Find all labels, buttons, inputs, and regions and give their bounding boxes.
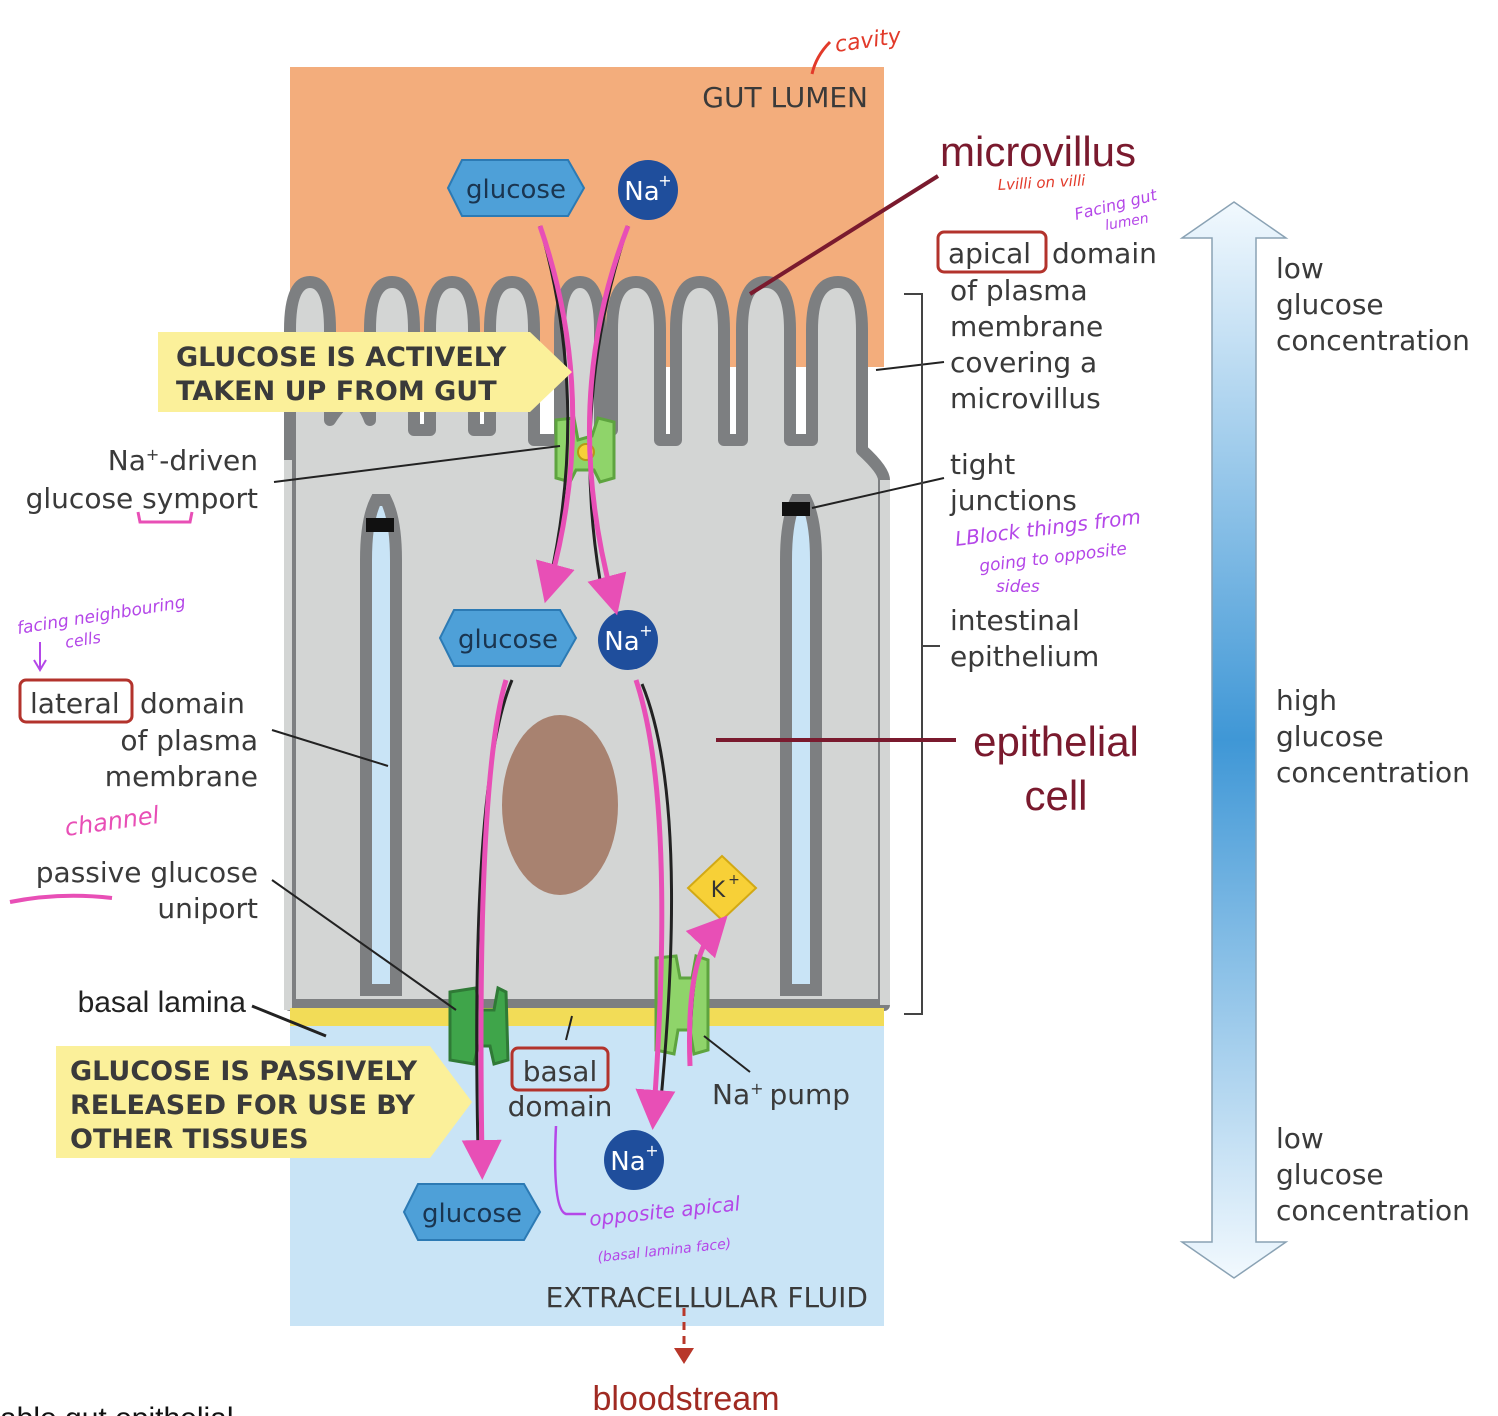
transport-arrows <box>461 225 728 1180</box>
epithelium-bracket <box>904 293 940 1015</box>
tight-label-2: junctions <box>949 484 1077 517</box>
bloodstream-arrowhead <box>674 1348 694 1364</box>
basal-leader <box>565 1015 573 1041</box>
na-lumen: Na + <box>618 160 678 220</box>
svg-text:+: + <box>728 872 740 888</box>
hand-underline-symport <box>136 511 194 524</box>
svg-text:TAKEN UP FROM GUT: TAKEN UP FROM GUT <box>176 376 497 407</box>
uniport-leader <box>271 879 457 1011</box>
tight-junction-right <box>782 502 810 516</box>
svg-text:RELEASED FOR USE BY: RELEASED FOR USE BY <box>70 1090 415 1121</box>
apical-label-2: of plasma <box>950 274 1088 307</box>
gradient-mid-2: glucose <box>1276 720 1384 753</box>
hand-block-3: sides <box>996 577 1040 597</box>
svg-text:glucose: glucose <box>422 1199 522 1229</box>
apical-highlight-box <box>936 230 1048 274</box>
glucose-gradient-arrow <box>1179 201 1289 1279</box>
tight-junction-left <box>366 518 394 532</box>
svg-text:K: K <box>711 878 726 903</box>
basal-label-domain: domain <box>508 1090 613 1123</box>
basal-lamina-leader <box>251 1004 327 1038</box>
gradient-bot-3: concentration <box>1276 1194 1470 1227</box>
hand-cavity-arrow <box>810 40 832 75</box>
nucleus <box>502 715 618 895</box>
callout-active-uptake: GLUCOSE IS ACTIVELY TAKEN UP FROM GUT <box>158 332 572 412</box>
svg-text:Na: Na <box>624 177 659 207</box>
epithelial-cells-body <box>284 276 890 1011</box>
gradient-mid-3: concentration <box>1276 756 1470 789</box>
lateral-label-2: of plasma <box>120 724 258 757</box>
basal-label-word: basal <box>523 1055 597 1088</box>
na-pump-leader <box>703 1035 751 1073</box>
svg-text:GLUCOSE IS ACTIVELY: GLUCOSE IS ACTIVELY <box>176 342 507 373</box>
hand-facing-neighbouring-1: facing neighbouring <box>16 593 187 639</box>
symport-label-2: glucose symport <box>26 482 258 515</box>
uniport-label-2: uniport <box>157 892 258 925</box>
apical-label-3: membrane <box>950 310 1103 343</box>
microvillus-leader <box>748 174 940 296</box>
svg-text:+: + <box>645 1141 658 1160</box>
hand-opposite-arrow <box>553 1125 586 1216</box>
glucose-extracellular: glucose <box>402 1183 542 1241</box>
bloodstream-label: bloodstream <box>592 1380 779 1416</box>
glucose-lumen: glucose <box>446 159 586 217</box>
lateral-highlight-box <box>18 678 134 724</box>
hand-facing-gut-2: lumen <box>1104 211 1150 234</box>
gut-lumen-label: GUT LUMEN <box>702 81 868 114</box>
gradient-mid-1: high <box>1276 684 1337 717</box>
lateral-label-word: lateral <box>30 687 120 720</box>
hand-cavity: cavity <box>833 24 903 58</box>
hand-villi: Lvilli on villi <box>997 171 1086 194</box>
gradient-bot-1: low <box>1276 1122 1324 1155</box>
symport-label-1: Na+-driven <box>108 444 258 477</box>
lateral-leader <box>271 729 389 767</box>
symport-leader <box>273 445 561 483</box>
epithelial-label-1: epithelial <box>973 718 1139 765</box>
uniport-label-1: passive glucose <box>36 856 258 889</box>
svg-text:GLUCOSE IS PASSIVELY: GLUCOSE IS PASSIVELY <box>70 1056 418 1087</box>
epithelial-label-2: cell <box>1024 772 1087 819</box>
lateral-space-left <box>360 494 402 996</box>
svg-text:+: + <box>639 621 652 640</box>
extracellular-fluid-label: EXTRACELLULAR FLUID <box>546 1281 868 1314</box>
apical-label-domain: domain <box>1052 237 1157 270</box>
glucose-cytoplasm: glucose <box>438 609 578 667</box>
na-cytoplasm: Na + <box>598 610 658 670</box>
gradient-top-3: concentration <box>1276 324 1470 357</box>
hand-neighbouring-arrow <box>33 642 47 672</box>
apical-label-5: microvillus <box>950 382 1101 415</box>
callout-passive-release: GLUCOSE IS PASSIVELY RELEASED FOR USE BY… <box>56 1046 472 1158</box>
hand-facing-neighbouring-2: cells <box>64 628 102 652</box>
svg-text:glucose: glucose <box>466 175 566 205</box>
svg-text:Na: Na <box>604 627 639 657</box>
basal-lamina <box>290 1008 884 1026</box>
hand-channel: channel <box>63 801 161 842</box>
tight-label-1: tight <box>950 448 1015 481</box>
na-pump-label: Na+pump <box>712 1078 850 1111</box>
lateral-label-3: membrane <box>105 760 258 793</box>
hand-underline-passive <box>9 893 113 904</box>
microvillus-label: microvillus <box>940 128 1136 175</box>
apical-label-4: covering a <box>950 346 1097 379</box>
gradient-bot-2: glucose <box>1276 1158 1384 1191</box>
basal-highlight-box <box>510 1046 610 1092</box>
svg-text:glucose: glucose <box>458 625 558 655</box>
intestinal-label-2: epithelium <box>950 640 1099 673</box>
svg-text:Na: Na <box>610 1147 645 1177</box>
footer-fragment: able gut epithelial <box>0 1402 234 1416</box>
apical-label-word: apical <box>948 237 1031 270</box>
lateral-label-domain: domain <box>140 687 245 720</box>
svg-text:OTHER TISSUES: OTHER TISSUES <box>70 1124 309 1155</box>
lateral-space-right <box>780 494 822 996</box>
svg-text:+: + <box>658 171 671 190</box>
basal-lamina-label: basal lamina <box>78 986 247 1019</box>
na-extracellular: Na + <box>604 1130 664 1190</box>
gradient-top-2: glucose <box>1276 288 1384 321</box>
gradient-top-1: low <box>1276 252 1324 285</box>
apical-leader <box>875 361 945 371</box>
intestinal-label-1: intestinal <box>950 604 1080 637</box>
